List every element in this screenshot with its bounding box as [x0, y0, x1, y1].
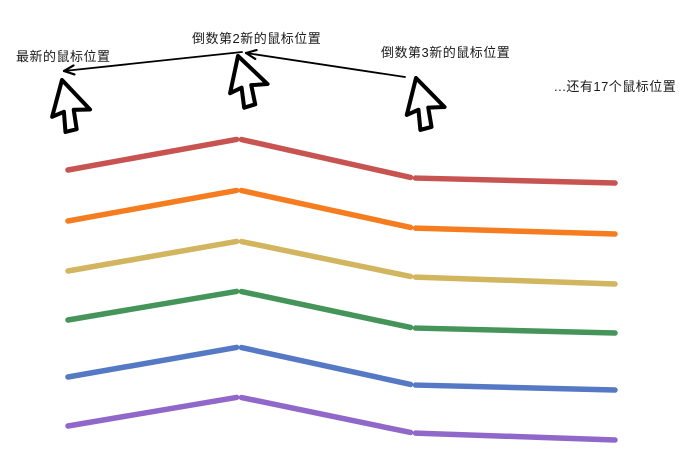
latest-mouse-cursor-icon: [50, 77, 93, 134]
trail-4: [65, 288, 618, 336]
second-mouse-cursor-icon: [228, 53, 270, 110]
arrow-shaft: [63, 51, 243, 72]
trail-segment: [238, 344, 414, 388]
trail-segment: [238, 136, 414, 181]
trail-segment: [412, 382, 618, 393]
trail-segment: [238, 288, 414, 331]
trail-segment: [238, 238, 414, 280]
arrowhead-icon: [244, 48, 258, 55]
third-mouse-cursor-icon: [404, 75, 447, 132]
trail-segment: [65, 238, 240, 274]
trail-segment: [412, 430, 618, 443]
trail-segment: [238, 394, 414, 436]
second-position-label: 倒数第2新的鼠标位置: [192, 31, 322, 46]
trail-5: [65, 344, 618, 393]
trail-segment: [65, 187, 240, 224]
arrowhead-icon: [62, 64, 75, 73]
trail-segment: [412, 175, 618, 186]
trail-segment: [412, 225, 618, 237]
trail-segment: [412, 274, 618, 287]
trail-segment: [65, 394, 240, 429]
trail-segment: [65, 136, 240, 173]
trail-6: [65, 394, 618, 443]
arrow-third-to-second: [244, 48, 406, 78]
trail-1: [65, 136, 618, 186]
third-position-label: 倒数第3新的鼠标位置: [381, 45, 511, 60]
remaining-positions-label: ...还有17个鼠标位置: [554, 79, 677, 94]
trail-segment: [238, 187, 414, 231]
latest-position-label: 最新的鼠标位置: [16, 49, 111, 64]
trail-segment: [65, 288, 240, 323]
arrowhead-icon: [244, 51, 257, 61]
trail-segment: [65, 344, 240, 380]
arrow-second-to-latest: [62, 51, 243, 76]
trail-segment: [412, 325, 618, 336]
arrowhead-icon: [62, 69, 76, 76]
arrow-shaft: [245, 52, 406, 78]
trail-2: [65, 187, 618, 237]
trail-3: [65, 238, 618, 287]
